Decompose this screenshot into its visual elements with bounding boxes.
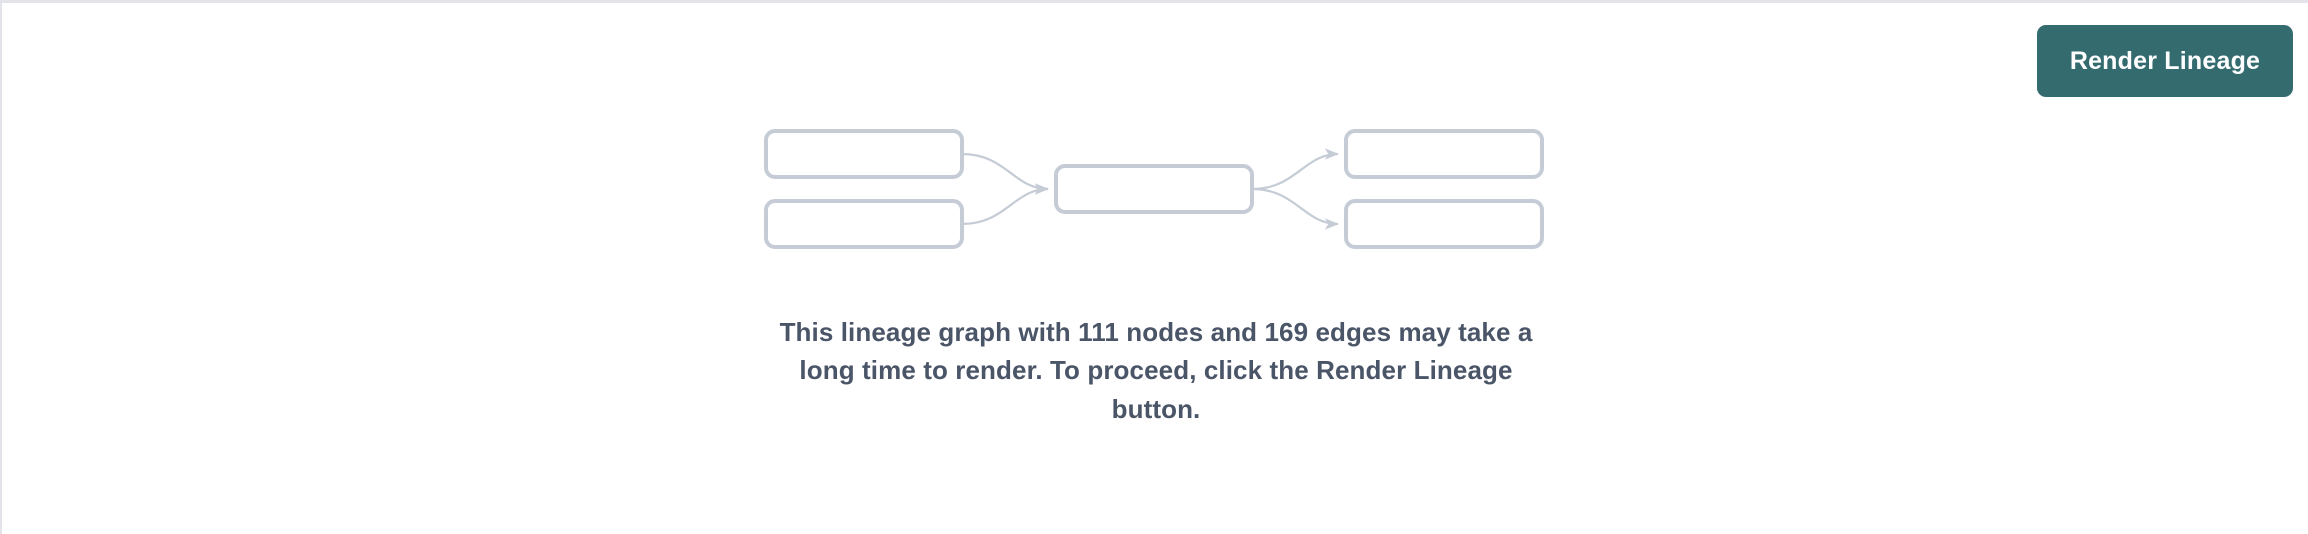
edge-left-bottom-to-center xyxy=(961,183,1049,226)
preview-node-left-top xyxy=(764,129,964,179)
edge-center-to-right-top xyxy=(1251,148,1339,191)
preview-node-right-top xyxy=(1344,129,1544,179)
placeholder-message: This lineage graph with 111 nodes and 16… xyxy=(779,317,1533,424)
lineage-graph-preview-icon xyxy=(764,129,1544,249)
render-lineage-button[interactable]: Render Lineage xyxy=(2037,25,2293,97)
edge-left-top-to-center xyxy=(961,152,1049,195)
preview-node-left-bottom xyxy=(764,199,964,249)
preview-node-right-bottom xyxy=(1344,199,1544,249)
edge-center-to-right-bottom xyxy=(1251,187,1339,230)
preview-node-center xyxy=(1054,164,1254,214)
placeholder-content: This lineage graph with 111 nodes and 16… xyxy=(2,3,2308,534)
